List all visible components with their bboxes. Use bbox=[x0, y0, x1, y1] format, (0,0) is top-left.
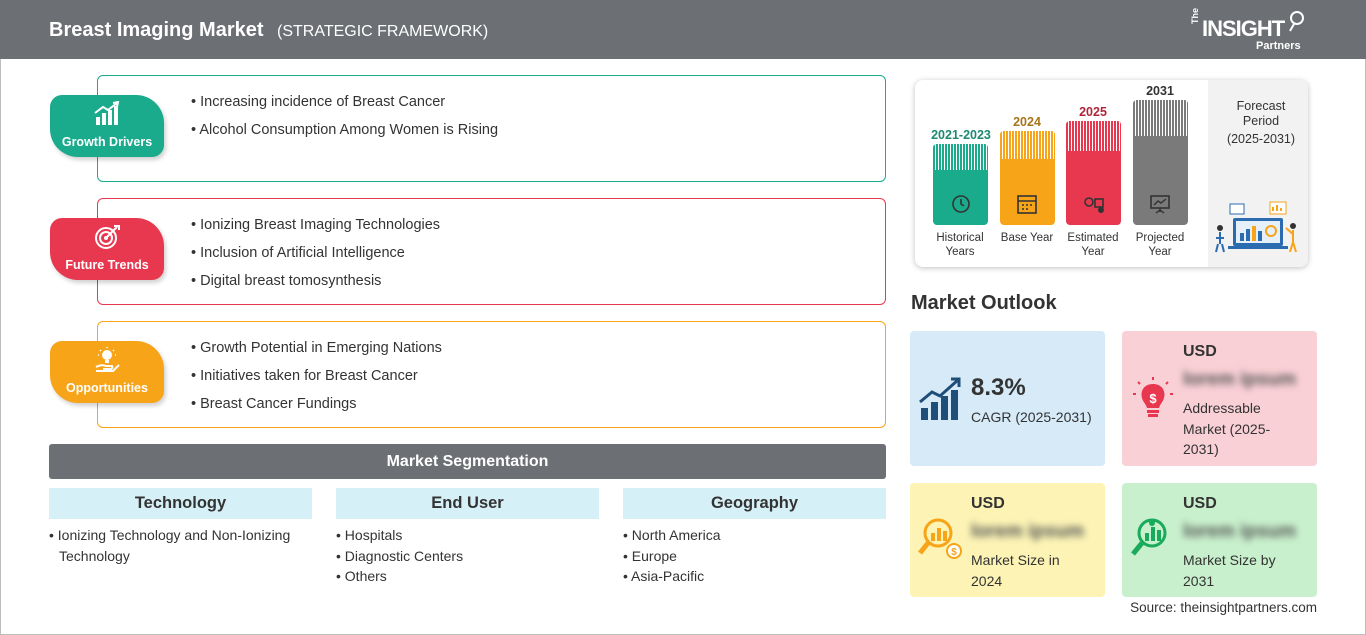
market-size-2024-tile: $ USD lorem ipsum Market Size in 2024 bbox=[910, 483, 1105, 597]
badge-label: Growth Drivers bbox=[61, 135, 153, 149]
addressable-market-tile: $ USD lorem ipsum Addressable Market (20… bbox=[1122, 331, 1317, 466]
tile-description: Market Size in 2024 bbox=[971, 552, 1060, 589]
segment-heading: Geography bbox=[623, 488, 886, 519]
timeline-year: 2024 bbox=[1013, 115, 1041, 129]
timeline-bar-estimated bbox=[1066, 121, 1121, 225]
presentation-icon bbox=[1150, 195, 1170, 214]
currency-label: USD bbox=[1183, 343, 1217, 360]
segment-geography: Geography North America Europe Asia-Paci… bbox=[623, 488, 886, 587]
currency-label: USD bbox=[971, 495, 1005, 512]
future-trends-badge: Future Trends bbox=[50, 218, 164, 280]
opportunities-card: Growth Potential in Emerging Nations Ini… bbox=[97, 321, 886, 428]
timeline-bar-projected bbox=[1133, 100, 1188, 225]
market-size-2031-tile: USD lorem ipsum Market Size by 2031 bbox=[1122, 483, 1317, 597]
market-segmentation-header: Market Segmentation bbox=[49, 444, 886, 479]
timeline-panel: 2021-2023 Historical Years 2024 Base Yea… bbox=[915, 80, 1308, 267]
timeline-year: 2031 bbox=[1146, 84, 1174, 98]
header-bar: Breast Imaging Market (STRATEGIC FRAMEWO… bbox=[0, 0, 1366, 59]
list-item: Ionizing Technology and Non-Ionizing Tec… bbox=[49, 525, 312, 566]
segment-heading: End User bbox=[336, 488, 599, 519]
page-subtitle: (STRATEGIC FRAMEWORK) bbox=[277, 23, 489, 40]
tile-description: Addressable Market (2025-2031) bbox=[1183, 400, 1271, 457]
list-item: Increasing incidence of Breast Cancer bbox=[191, 94, 498, 122]
future-trends-list: Ionizing Breast Imaging Technologies Inc… bbox=[191, 217, 440, 301]
list-item: North America bbox=[623, 525, 886, 546]
cagr-value: 8.3% bbox=[971, 374, 1026, 401]
blurred-value: lorem ipsum bbox=[971, 521, 1084, 542]
forecast-title: Forecast Period bbox=[1236, 99, 1286, 128]
gear-chart-icon bbox=[1084, 197, 1104, 213]
list-item: Asia-Pacific bbox=[623, 566, 886, 587]
list-item: Diagnostic Centers bbox=[336, 546, 599, 567]
magnifier-chart-icon: $ bbox=[918, 518, 962, 559]
segment-end-user: End User Hospitals Diagnostic Centers Ot… bbox=[336, 488, 599, 587]
list-item: Ionizing Breast Imaging Technologies bbox=[191, 217, 440, 245]
growth-chart-icon bbox=[919, 377, 961, 420]
logo-the: The bbox=[1190, 7, 1200, 24]
lightbulb-hand-icon bbox=[95, 347, 120, 372]
market-outlook-title: Market Outlook bbox=[911, 292, 1057, 314]
insight-partners-logo[interactable]: The INSIGHT Partners bbox=[1190, 7, 1315, 54]
bar-growth-icon bbox=[94, 101, 120, 125]
list-item: Alcohol Consumption Among Women is Risin… bbox=[191, 122, 498, 150]
list-item: Others bbox=[336, 566, 599, 587]
logo-word: INSIGHT bbox=[1202, 16, 1285, 41]
logo-mark-icon bbox=[1289, 11, 1304, 32]
cagr-tile: 8.3% CAGR (2025-2031) bbox=[910, 331, 1105, 466]
opportunities-list: Growth Potential in Emerging Nations Ini… bbox=[191, 340, 442, 424]
history-clock-icon bbox=[952, 195, 970, 213]
currency-label: USD bbox=[1183, 495, 1217, 512]
blurred-value: lorem ipsum bbox=[1183, 369, 1296, 390]
timeline-year: 2021-2023 bbox=[931, 128, 991, 142]
list-item: Digital breast tomosynthesis bbox=[191, 273, 440, 301]
badge-label: Opportunities bbox=[66, 381, 148, 395]
forecast-period: (2025-2031) bbox=[1226, 132, 1296, 146]
timeline-label: Projected Year bbox=[1135, 232, 1185, 258]
analytics-illustration-icon bbox=[1215, 201, 1297, 253]
timeline-label: Base Year bbox=[1000, 232, 1054, 244]
timeline-year: 2025 bbox=[1079, 105, 1107, 119]
target-icon bbox=[95, 225, 120, 249]
future-trends-card: Ionizing Breast Imaging Technologies Inc… bbox=[97, 198, 886, 305]
opportunities-badge: Opportunities bbox=[50, 341, 164, 403]
segment-heading: Technology bbox=[49, 488, 312, 519]
segment-technology: Technology Ionizing Technology and Non-I… bbox=[49, 488, 312, 566]
growth-drivers-card: Increasing incidence of Breast Cancer Al… bbox=[97, 75, 886, 182]
list-item: Inclusion of Artificial Intelligence bbox=[191, 245, 440, 273]
list-item: Breast Cancer Fundings bbox=[191, 396, 442, 424]
growth-drivers-badge: Growth Drivers bbox=[50, 95, 164, 157]
page-title: Breast Imaging Market bbox=[49, 19, 264, 41]
lightbulb-dollar-icon: $ bbox=[1133, 377, 1173, 417]
blurred-value: lorem ipsum bbox=[1183, 521, 1296, 542]
list-item: Growth Potential in Emerging Nations bbox=[191, 340, 442, 368]
svg-text:$: $ bbox=[951, 547, 957, 558]
timeline-label: Estimated Year bbox=[1067, 232, 1119, 258]
timeline-bar-base bbox=[1000, 131, 1055, 225]
list-item: Hospitals bbox=[336, 525, 599, 546]
magnifier-dollar-icon bbox=[1131, 518, 1167, 556]
calendar-icon bbox=[1017, 195, 1037, 214]
badge-label: Future Trends bbox=[65, 258, 149, 272]
logo-partners: Partners bbox=[1256, 40, 1301, 52]
growth-drivers-list: Increasing incidence of Breast Cancer Al… bbox=[191, 94, 498, 150]
tile-description: Market Size by 2031 bbox=[1183, 552, 1276, 589]
timeline-label: Historical Years bbox=[936, 232, 984, 258]
list-item: Initiatives taken for Breast Cancer bbox=[191, 368, 442, 396]
svg-text:$: $ bbox=[1149, 391, 1157, 406]
list-item: Europe bbox=[623, 546, 886, 567]
cagr-label: CAGR (2025-2031) bbox=[971, 409, 1092, 425]
source-credit: Source: theinsightpartners.com bbox=[1130, 600, 1317, 615]
